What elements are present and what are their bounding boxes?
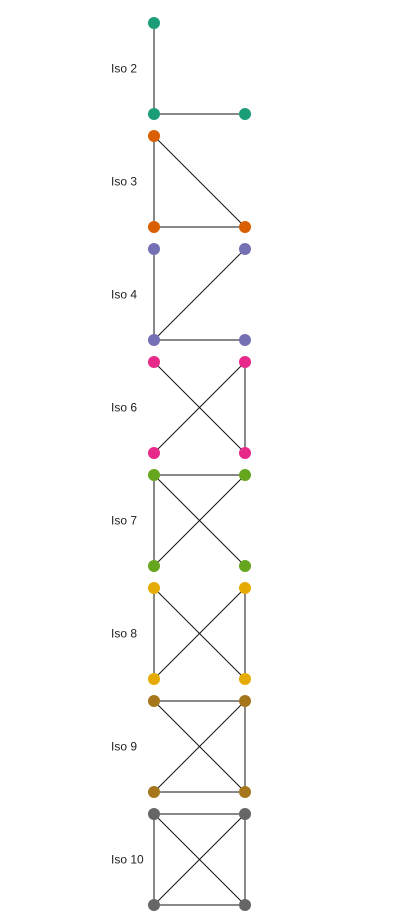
node-bottom-left bbox=[148, 334, 160, 346]
graph-iso-4: Iso 4 bbox=[111, 243, 251, 346]
node-bottom-right bbox=[239, 108, 251, 120]
node-bottom-right bbox=[239, 899, 251, 911]
graph-iso-7: Iso 7 bbox=[111, 469, 251, 572]
graph-label: Iso 9 bbox=[111, 740, 137, 754]
node-top-left bbox=[148, 243, 160, 255]
graph-label: Iso 4 bbox=[111, 288, 137, 302]
node-top-left bbox=[148, 695, 160, 707]
edge-top-left-to-bottom-right bbox=[153, 135, 246, 228]
node-bottom-right bbox=[239, 560, 251, 572]
node-bottom-left bbox=[148, 221, 160, 233]
node-bottom-right bbox=[239, 673, 251, 685]
edge-top-right-to-bottom-left bbox=[153, 700, 246, 793]
node-top-right bbox=[239, 695, 251, 707]
node-top-right bbox=[239, 808, 251, 820]
node-top-right bbox=[239, 356, 251, 368]
node-bottom-right bbox=[239, 786, 251, 798]
node-bottom-left bbox=[148, 899, 160, 911]
node-top-left bbox=[148, 130, 160, 142]
node-bottom-left bbox=[148, 447, 160, 459]
node-top-left bbox=[148, 17, 160, 29]
graph-label: Iso 7 bbox=[111, 514, 137, 528]
node-top-right bbox=[239, 243, 251, 255]
node-bottom-left bbox=[148, 786, 160, 798]
node-top-left bbox=[148, 808, 160, 820]
graph-label: Iso 10 bbox=[111, 853, 144, 867]
node-bottom-right bbox=[239, 334, 251, 346]
node-top-right bbox=[239, 469, 251, 481]
graph-iso-10: Iso 10 bbox=[111, 808, 251, 911]
graph-label: Iso 6 bbox=[111, 401, 137, 415]
graph-label: Iso 2 bbox=[111, 62, 137, 76]
node-bottom-left bbox=[148, 108, 160, 120]
edge-top-right-to-bottom-left bbox=[153, 361, 246, 454]
graph-iso-6: Iso 6 bbox=[111, 356, 251, 459]
edge-top-right-to-bottom-left bbox=[153, 248, 246, 341]
node-top-right bbox=[239, 582, 251, 594]
edge-top-right-to-bottom-left bbox=[153, 474, 246, 567]
node-top-left bbox=[148, 582, 160, 594]
edge-top-right-to-bottom-left bbox=[153, 587, 246, 680]
node-bottom-left bbox=[148, 673, 160, 685]
graph-iso-3: Iso 3 bbox=[111, 130, 251, 233]
graph-iso-8: Iso 8 bbox=[111, 582, 251, 685]
graph-label: Iso 3 bbox=[111, 175, 137, 189]
node-bottom-right bbox=[239, 221, 251, 233]
graph-iso-9: Iso 9 bbox=[111, 695, 251, 798]
node-bottom-left bbox=[148, 560, 160, 572]
node-bottom-right bbox=[239, 447, 251, 459]
graph-label: Iso 8 bbox=[111, 627, 137, 641]
edge-top-right-to-bottom-left bbox=[153, 813, 246, 906]
node-top-left bbox=[148, 469, 160, 481]
graph-iso-2: Iso 2 bbox=[111, 17, 251, 120]
node-top-left bbox=[148, 356, 160, 368]
